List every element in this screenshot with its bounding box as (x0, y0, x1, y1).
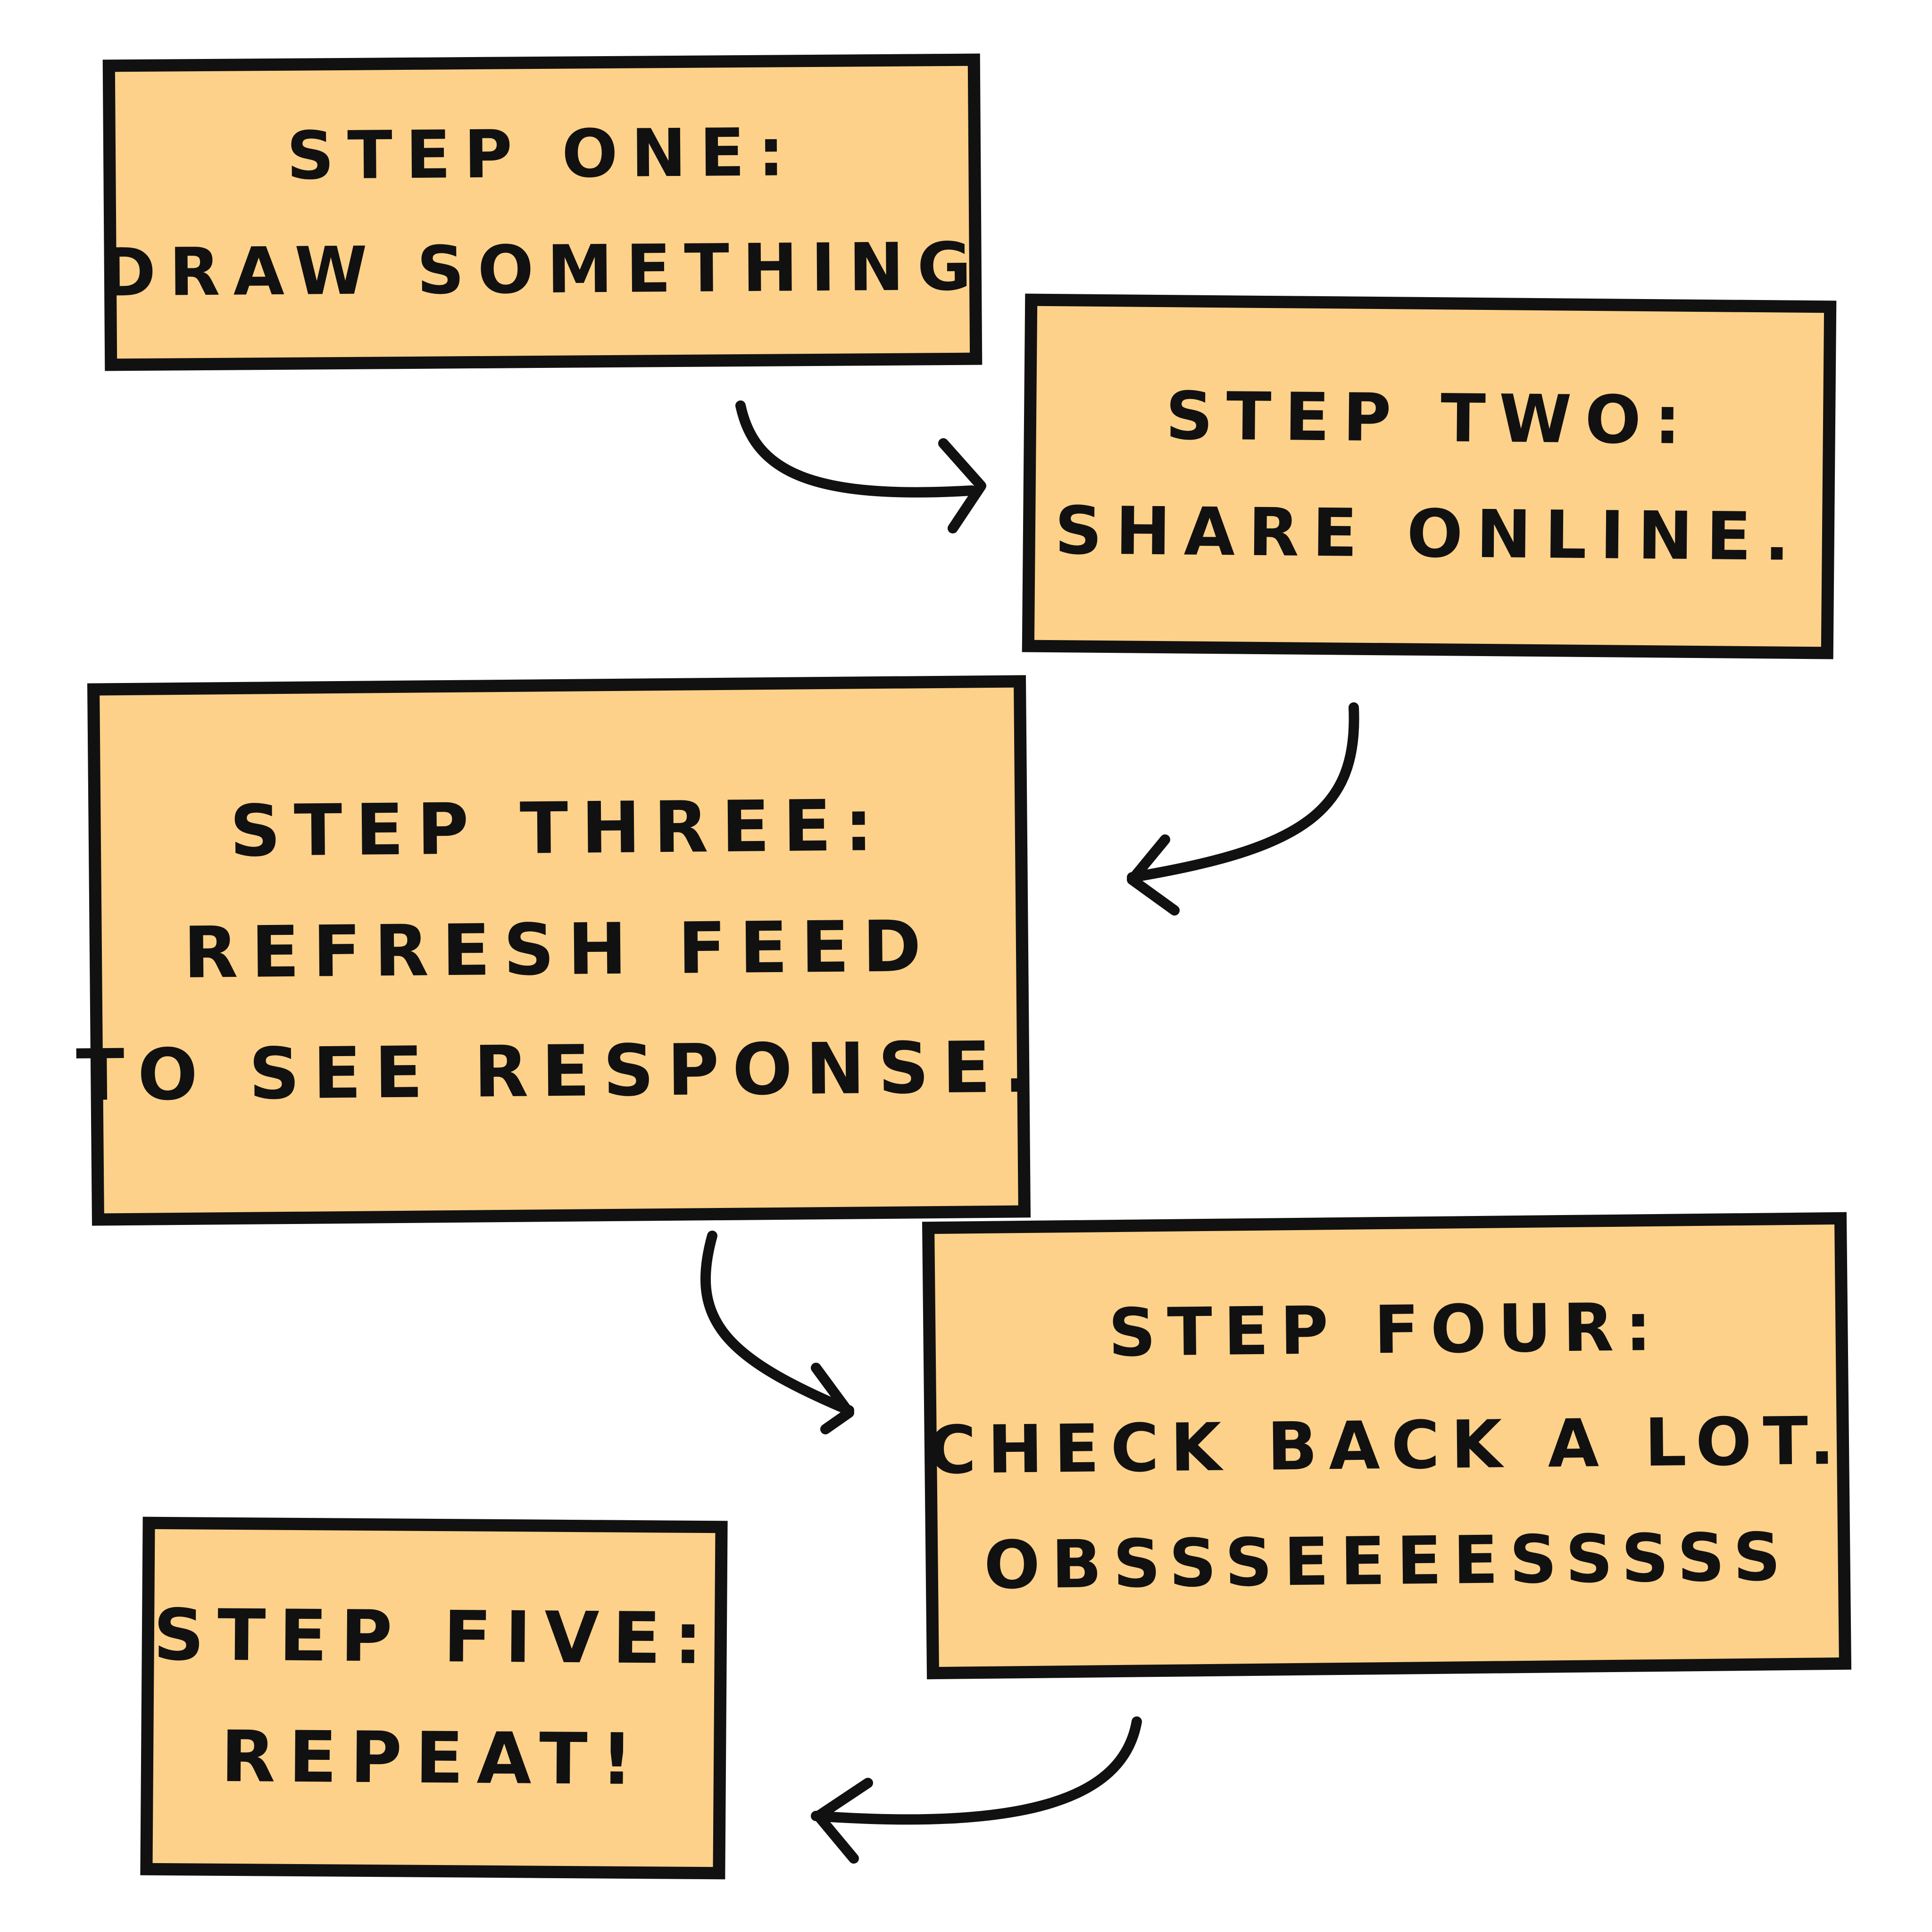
step-4-title: Step four: (1108, 1289, 1663, 1372)
step-1-title: Step one: (286, 114, 798, 195)
step-box-4: Step four: Check back a lot. OBSSSEEEESS… (922, 1212, 1852, 1680)
arrow-4-to-5 (811, 1716, 1142, 1864)
step-2-title: Step two: (1165, 378, 1694, 459)
arrow-2-to-3 (1127, 702, 1359, 916)
step-5-title: Step five: (153, 1594, 716, 1680)
arrow-3-to-4 (700, 1231, 854, 1434)
step-1-line-1: Draw something (100, 228, 985, 312)
step-2-line-1: Share online. (1054, 492, 1803, 576)
arrow-1-to-2 (735, 400, 986, 533)
step-3-line-1: Refresh feed (183, 906, 935, 995)
step-4-line-1: Check back a lot. (927, 1402, 1846, 1489)
step-5-line-1: Repeat! (220, 1715, 647, 1801)
step-box-5: Step five: Repeat! (140, 1516, 728, 1880)
step-3-line-2: to see response. (75, 1026, 1044, 1117)
step-3-title: Step three: (229, 784, 887, 873)
step-4-line-2: OBSSSEEEESSSSS (983, 1518, 1792, 1604)
step-box-3: Step three: Refresh feed to see response… (76, 675, 1044, 1226)
step-box-2: Step two: Share online. (1022, 293, 1837, 659)
step-box-1: Step one: Draw something (100, 53, 985, 371)
